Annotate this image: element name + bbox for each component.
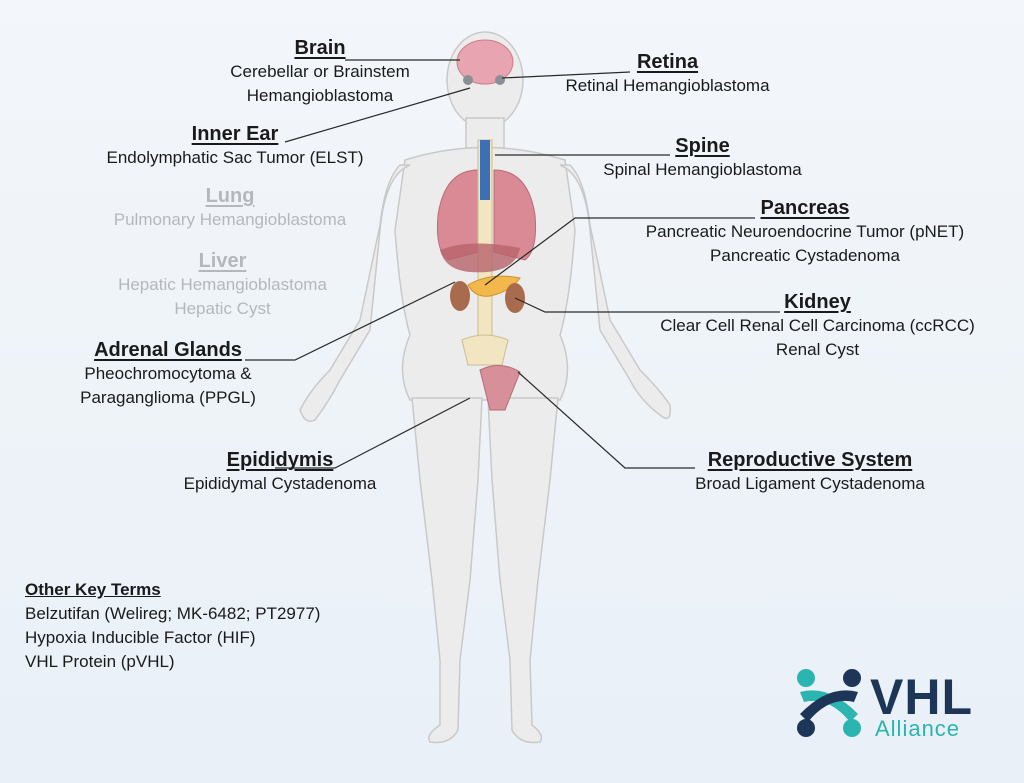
leader-retina — [501, 71, 631, 79]
spine-cervical — [480, 140, 490, 200]
label-kidney: Kidney Clear Cell Renal Cell Carcinoma (… — [620, 290, 1015, 362]
label-retina: Retina Retinal Hemangioblastoma — [530, 50, 805, 98]
brain-line-1: Cerebellar or Brainstem — [230, 62, 410, 81]
pancreas-line-1: Pancreatic Neuroendocrine Tumor (pNET) — [645, 222, 965, 241]
leader-pancreas — [484, 217, 755, 286]
liver-title: Liver — [198, 250, 247, 272]
epididymis-line-1: Epididymal Cystadenoma — [183, 474, 377, 493]
reproductive-title: Reproductive System — [707, 449, 913, 471]
brain-title: Brain — [294, 37, 346, 59]
liver-line-2: Hepatic Cyst — [174, 299, 271, 318]
label-spine: Spine Spinal Hemangioblastoma — [570, 134, 835, 182]
leader-reproductive — [517, 371, 695, 469]
label-brain: Brain Cerebellar or Brainstem Hemangiobl… — [195, 36, 445, 108]
label-epididymis: Epididymis Epididymal Cystadenoma — [150, 448, 410, 496]
kidney-line-2: Renal Cyst — [775, 340, 860, 359]
other-term-3: VHL Protein (pVHL) — [25, 652, 175, 671]
kidney-title: Kidney — [784, 291, 851, 313]
left-kidney — [450, 281, 470, 311]
other-term-2: Hypoxia Inducible Factor (HIF) — [25, 628, 256, 647]
lung-title: Lung — [205, 185, 255, 207]
lung-line-1: Pulmonary Hemangioblastoma — [113, 210, 347, 229]
other-key-terms: Other Key Terms Belzutifan (Welireg; MK-… — [25, 578, 320, 674]
label-liver: Liver Hepatic Hemangioblastoma Hepatic C… — [80, 249, 365, 321]
brain-organ — [456, 39, 514, 85]
leader-epididymis — [275, 397, 471, 469]
vhl-alliance-logo: VHL Alliance — [790, 662, 1000, 742]
leader-inner-ear — [284, 87, 471, 143]
pancreas-title: Pancreas — [760, 197, 850, 219]
liver-line-1: Hepatic Hemangioblastoma — [118, 275, 327, 294]
label-lung: Lung Pulmonary Hemangioblastoma — [75, 184, 385, 232]
right-lung — [493, 169, 536, 261]
retina-line-1: Retinal Hemangioblastoma — [565, 76, 770, 95]
label-adrenal: Adrenal Glands Pheochromocytoma & Paraga… — [48, 338, 288, 410]
kidney-line-1: Clear Cell Renal Cell Carcinoma (ccRCC) — [660, 316, 975, 335]
spine-line-1: Spinal Hemangioblastoma — [603, 160, 802, 179]
pelvis — [461, 334, 509, 366]
other-terms-title: Other Key Terms — [25, 580, 161, 599]
adrenal-title: Adrenal Glands — [94, 339, 242, 361]
adrenal-line-2: Paraganglioma (PPGL) — [80, 388, 256, 407]
epididymis-title: Epididymis — [226, 449, 334, 471]
left-eye — [463, 75, 473, 85]
leader-kidney — [514, 297, 780, 313]
organs — [437, 39, 536, 411]
brain-line-2: Hemangioblastoma — [246, 86, 394, 105]
inner-ear-title: Inner Ear — [191, 123, 279, 145]
body-silhouette — [299, 31, 672, 744]
pancreas-line-2: Pancreatic Cystadenoma — [710, 246, 900, 265]
inner-ear-line-1: Endolymphatic Sac Tumor (ELST) — [106, 148, 364, 167]
logo-vhl-text: VHL — [870, 669, 973, 725]
leader-adrenal — [245, 281, 456, 361]
reproductive-organ — [479, 365, 521, 411]
adrenal-line-1: Pheochromocytoma & — [84, 364, 252, 383]
spine-title: Spine — [675, 135, 730, 157]
reproductive-line-1: Broad Ligament Cystadenoma — [695, 474, 925, 493]
label-inner-ear: Inner Ear Endolymphatic Sac Tumor (ELST) — [70, 122, 400, 170]
other-term-1: Belzutifan (Welireg; MK-6482; PT2977) — [25, 604, 321, 623]
label-reproductive: Reproductive System Broad Ligament Cysta… — [655, 448, 965, 496]
retina-title: Retina — [636, 51, 699, 73]
liver-organ — [440, 243, 520, 273]
logo-mark-icon — [797, 669, 861, 737]
label-pancreas: Pancreas Pancreatic Neuroendocrine Tumor… — [600, 196, 1010, 268]
logo-alliance-text: Alliance — [875, 716, 961, 741]
